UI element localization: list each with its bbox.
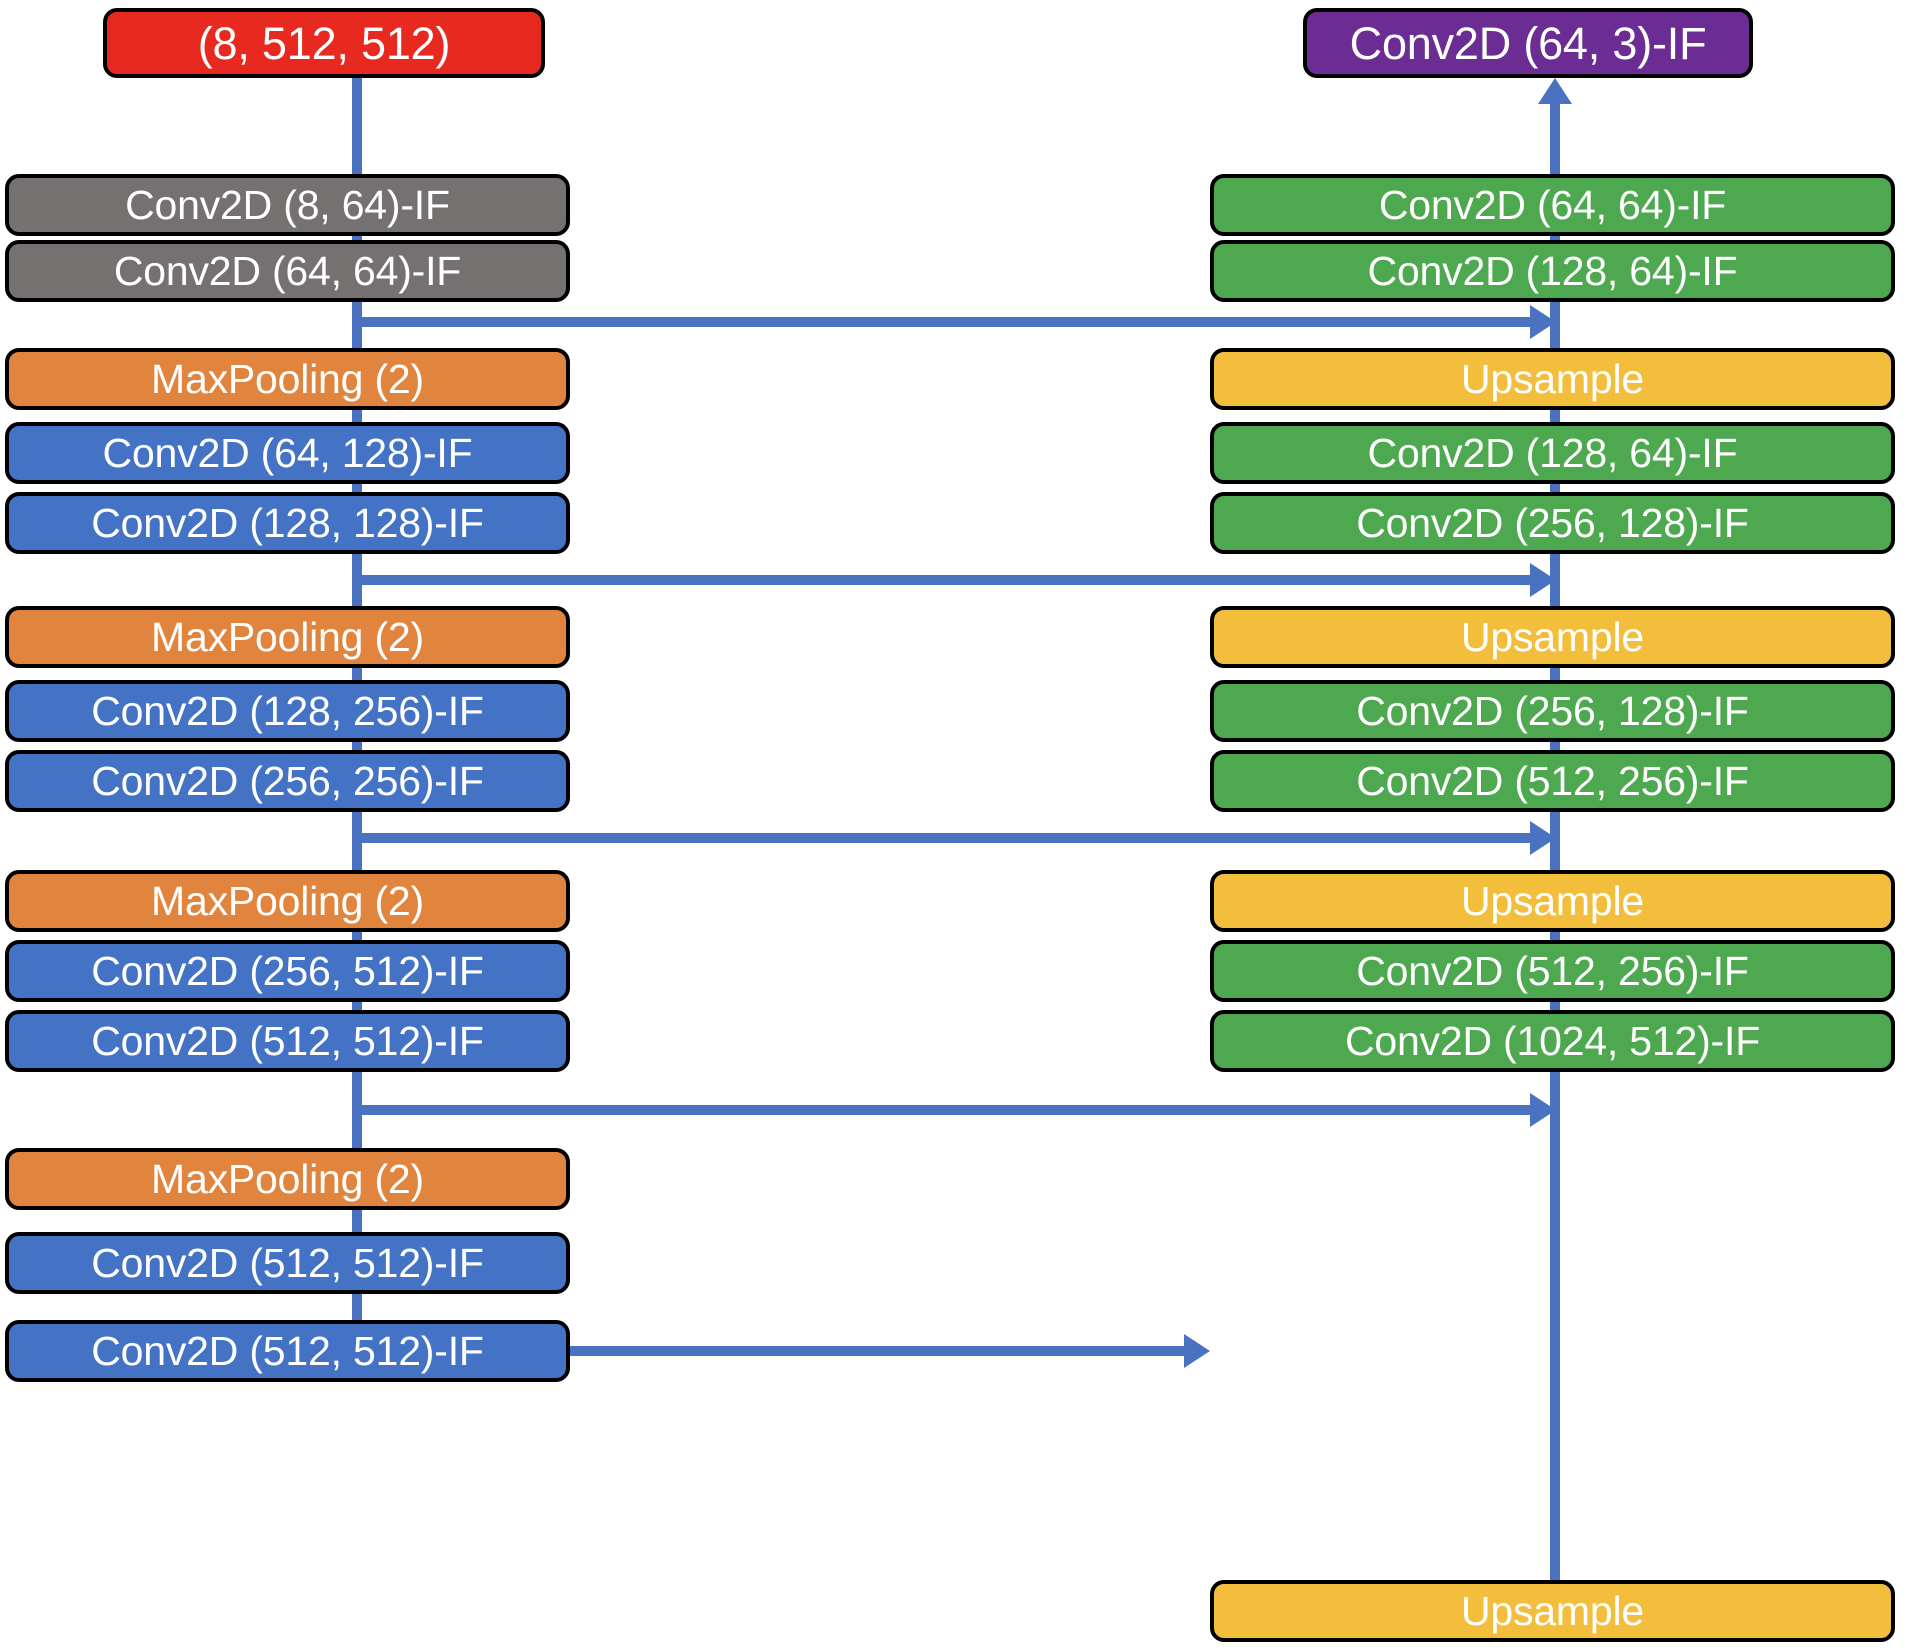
edge-bottleneck-link — [570, 1346, 1190, 1356]
node-decoder-conv-128-64[interactable]: Conv2D (128, 64)-IF — [1210, 422, 1895, 484]
node-label: Upsample — [1461, 355, 1644, 402]
node-label: Upsample — [1461, 613, 1644, 660]
node-label: Conv2D (1024, 512)-IF — [1344, 1017, 1761, 1064]
node-label: Conv2D (64, 64)-IF — [113, 247, 462, 294]
node-encoder-conv-256-512[interactable]: Conv2D (256, 512)-IF — [5, 940, 570, 1002]
arrowhead-skip-3 — [1530, 821, 1556, 855]
node-decoder-conv-128-64-top[interactable]: Conv2D (128, 64)-IF — [1210, 240, 1895, 302]
node-encoder-conv-8-64[interactable]: Conv2D (8, 64)-IF — [5, 174, 570, 236]
node-label: Conv2D (512, 256)-IF — [1356, 947, 1749, 994]
node-label: Conv2D (256, 256)-IF — [91, 757, 484, 804]
node-decoder-conv-1024-512[interactable]: Conv2D (1024, 512)-IF — [1210, 1010, 1895, 1072]
node-label: Conv2D (256, 512)-IF — [91, 947, 484, 994]
arrowhead-skip-2 — [1530, 563, 1556, 597]
edge-skip-4 — [352, 1105, 1530, 1115]
arrowhead-right-spine-up — [1538, 78, 1572, 104]
node-label: Conv2D (64, 64)-IF — [1378, 181, 1727, 228]
node-label: Conv2D (8, 64)-IF — [125, 181, 450, 228]
node-upsample-1[interactable]: Upsample — [1210, 348, 1895, 410]
node-decoder-conv-512-256-top[interactable]: Conv2D (512, 256)-IF — [1210, 750, 1895, 812]
edge-skip-3 — [352, 833, 1530, 843]
node-label: MaxPooling (2) — [151, 613, 424, 660]
node-encoder-conv-512-512[interactable]: Conv2D (512, 512)-IF — [5, 1010, 570, 1072]
node-label: Conv2D (128, 64)-IF — [1367, 429, 1738, 476]
node-label: Conv2D (128, 256)-IF — [91, 687, 484, 734]
node-bottleneck-conv-a[interactable]: Conv2D (512, 512)-IF — [5, 1232, 570, 1294]
node-label: Conv2D (512, 256)-IF — [1356, 757, 1749, 804]
node-label: MaxPooling (2) — [151, 1155, 424, 1202]
node-label: Conv2D (256, 128)-IF — [1356, 687, 1749, 734]
edge-skip-2 — [352, 575, 1530, 585]
node-label: Conv2D (512, 512)-IF — [91, 1327, 484, 1374]
node-decoder-conv-256-128[interactable]: Conv2D (256, 128)-IF — [1210, 680, 1895, 742]
arrowhead-bottleneck-link — [1184, 1334, 1210, 1368]
edge-left-spine-lower — [352, 1294, 362, 1324]
node-decoder-conv-512-256[interactable]: Conv2D (512, 256)-IF — [1210, 940, 1895, 1002]
node-encoder-conv-64-64[interactable]: Conv2D (64, 64)-IF — [5, 240, 570, 302]
node-label: MaxPooling (2) — [151, 877, 424, 924]
node-label: Conv2D (128, 128)-IF — [91, 499, 484, 546]
node-bottleneck-conv-b[interactable]: Conv2D (512, 512)-IF — [5, 1320, 570, 1382]
node-decoder-conv-64-64[interactable]: Conv2D (64, 64)-IF — [1210, 174, 1895, 236]
node-input-shape[interactable]: (8, 512, 512) — [103, 8, 545, 78]
node-upsample-3[interactable]: Upsample — [1210, 870, 1895, 932]
node-label: Conv2D (64, 3)-IF — [1349, 17, 1707, 69]
node-label: Conv2D (256, 128)-IF — [1356, 499, 1749, 546]
edge-left-spine — [352, 70, 362, 1270]
node-encoder-conv-128-256[interactable]: Conv2D (128, 256)-IF — [5, 680, 570, 742]
arrowhead-skip-4 — [1530, 1093, 1556, 1127]
node-label: Conv2D (64, 128)-IF — [102, 429, 473, 476]
node-label: Conv2D (128, 64)-IF — [1367, 247, 1738, 294]
node-encoder-conv-64-128[interactable]: Conv2D (64, 128)-IF — [5, 422, 570, 484]
node-decoder-conv-256-128-top[interactable]: Conv2D (256, 128)-IF — [1210, 492, 1895, 554]
node-encoder-conv-128-128[interactable]: Conv2D (128, 128)-IF — [5, 492, 570, 554]
node-output-conv-64-3[interactable]: Conv2D (64, 3)-IF — [1303, 8, 1753, 78]
node-upsample-4[interactable]: Upsample — [1210, 1580, 1895, 1642]
node-label: MaxPooling (2) — [151, 355, 424, 402]
node-maxpooling-4[interactable]: MaxPooling (2) — [5, 1148, 570, 1210]
arrowhead-skip-1 — [1530, 305, 1556, 339]
node-maxpooling-3[interactable]: MaxPooling (2) — [5, 870, 570, 932]
node-label: Upsample — [1461, 1587, 1644, 1634]
node-maxpooling-2[interactable]: MaxPooling (2) — [5, 606, 570, 668]
node-encoder-conv-256-256[interactable]: Conv2D (256, 256)-IF — [5, 750, 570, 812]
node-label: (8, 512, 512) — [197, 17, 451, 69]
edge-skip-1 — [352, 317, 1530, 327]
node-maxpooling-1[interactable]: MaxPooling (2) — [5, 348, 570, 410]
node-upsample-2[interactable]: Upsample — [1210, 606, 1895, 668]
node-label: Upsample — [1461, 877, 1644, 924]
node-label: Conv2D (512, 512)-IF — [91, 1017, 484, 1064]
node-label: Conv2D (512, 512)-IF — [91, 1239, 484, 1286]
